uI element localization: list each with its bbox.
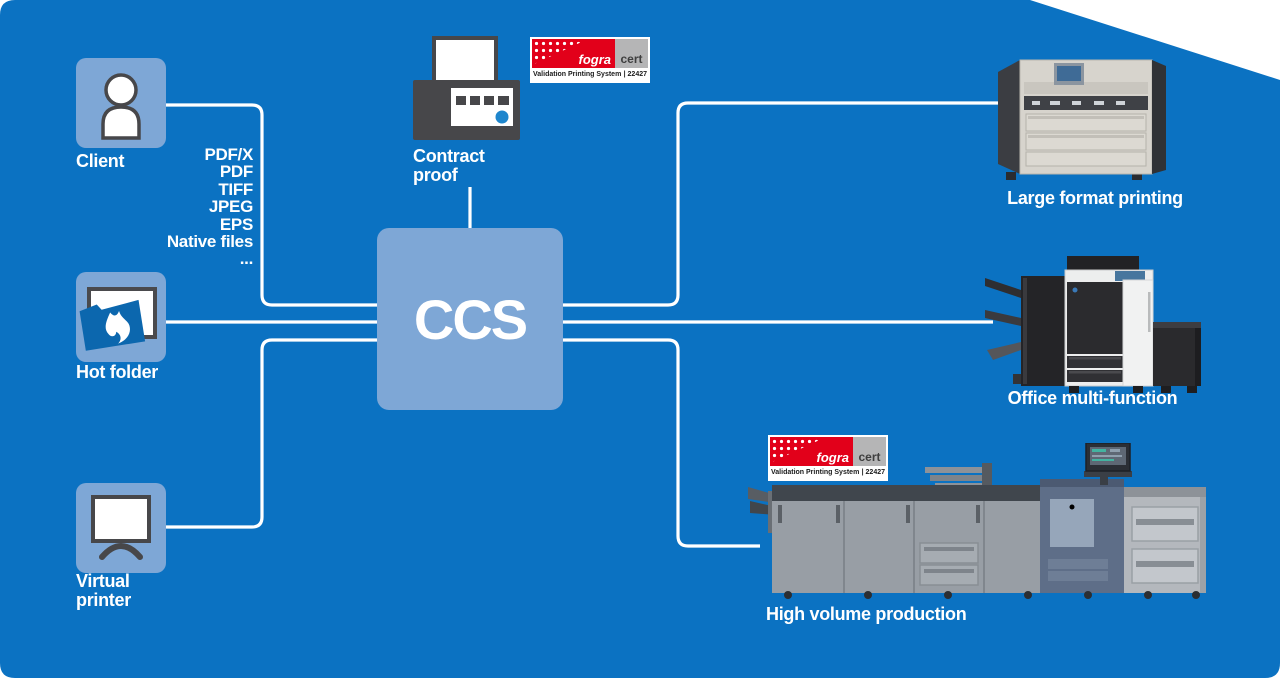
badge-separator: |: [623, 71, 626, 78]
contract-proof-printer-icon: [412, 36, 522, 146]
format-item: Native files: [166, 232, 253, 252]
node-virtual-printer: [76, 483, 166, 573]
fogra-red-panel: fogra: [770, 437, 853, 466]
cert-label: cert: [615, 39, 648, 68]
connector-large-format: [563, 103, 1000, 305]
ccs-hub-node: CCS: [377, 228, 563, 410]
fogra-logo-text: fogra: [578, 52, 611, 67]
badge-separator: |: [861, 469, 864, 476]
node-client: [76, 58, 166, 148]
badge-caption-text: Validation Printing System: [533, 71, 622, 78]
high-volume-label: High volume production: [766, 604, 967, 624]
format-item: JPEG: [208, 197, 253, 217]
fogra-red-panel: fogra: [532, 39, 615, 68]
connector-high-volume: [563, 340, 760, 546]
person-icon: [76, 58, 166, 148]
large-format-printer-image: [992, 50, 1187, 188]
hot-folder-icon: [76, 272, 166, 362]
contract-proof-label: Contract proof: [413, 146, 485, 185]
node-hot-folder: [76, 272, 166, 362]
virtual-printer-label: Virtual printer: [76, 571, 131, 610]
badge-caption-text: Validation Printing System: [771, 469, 860, 476]
format-item: PDF/X: [204, 145, 253, 164]
format-item: PDF: [219, 162, 253, 182]
fogra-cert-badge-bottom: fogra cert Validation Printing System | …: [768, 435, 888, 481]
office-mfp-label: Office multi-function: [1007, 388, 1178, 408]
format-item: EPS: [219, 214, 253, 234]
fogra-cert-badge-top: fogra cert Validation Printing System | …: [530, 37, 650, 83]
virtual-printer-icon: [76, 483, 166, 573]
cert-label: cert: [853, 437, 886, 466]
format-item: TIFF: [218, 179, 253, 199]
format-item: ...: [239, 249, 253, 269]
badge-number: 22427: [627, 71, 647, 78]
hot-folder-label: Hot folder: [76, 362, 158, 382]
badge-number: 22427: [865, 469, 885, 476]
connector-client: [165, 105, 377, 305]
client-label: Client: [76, 151, 125, 171]
fogra-logo-text: fogra: [816, 450, 849, 465]
office-mfp-image: [983, 248, 1205, 398]
connector-virtual-printer: [166, 340, 377, 527]
badge-number-group: | 22427: [624, 71, 647, 78]
high-volume-press-image: [748, 443, 1213, 601]
badge-number-group: | 22427: [862, 469, 885, 476]
large-format-label: Large format printing: [1007, 188, 1183, 208]
file-format-list: PDF/X PDF TIFF JPEG EPS Native files ...: [167, 146, 253, 268]
